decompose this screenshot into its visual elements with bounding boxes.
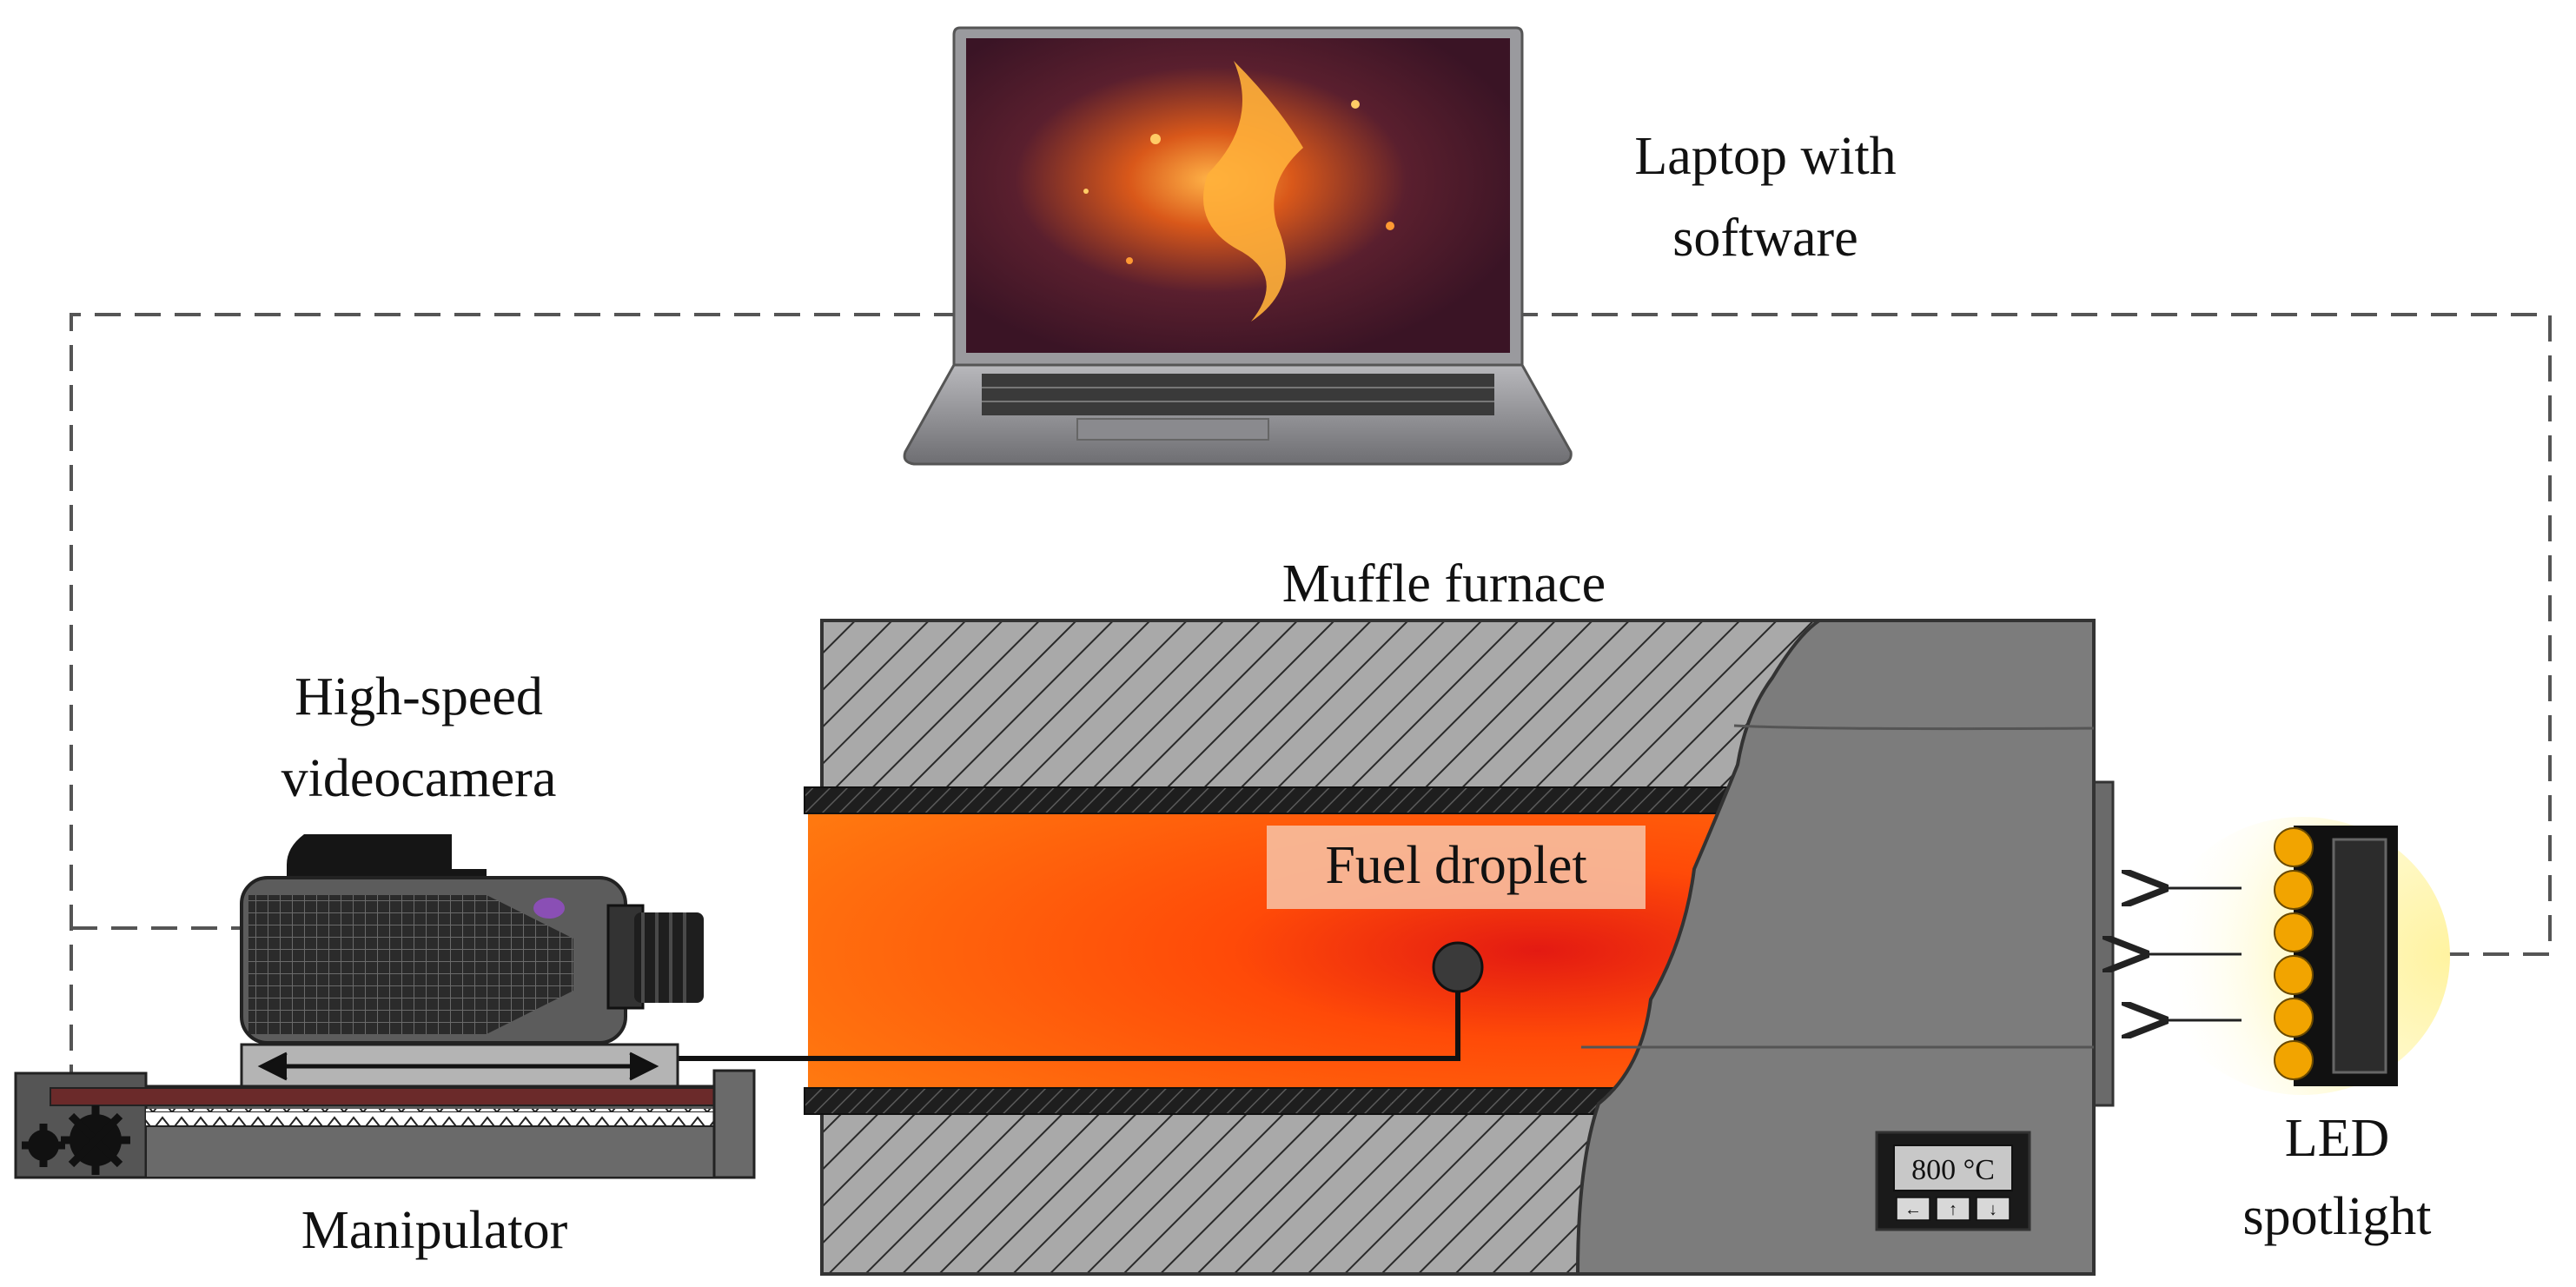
controller-left-button: ←	[1904, 1200, 1922, 1219]
laptop-icon	[903, 26, 1573, 466]
gear-teeth	[22, 1105, 130, 1175]
camera-label-line1: High-speed	[295, 667, 543, 726]
cable-laptop-to-camera	[70, 313, 960, 1082]
droplet-label: Fuel droplet	[1325, 836, 1586, 895]
led-label-line1: LED	[2285, 1109, 2390, 1168]
temperature-readout: 800 °C	[1911, 1154, 1995, 1186]
camera-label-line2: videocamera	[281, 749, 557, 808]
fire-icon	[1203, 61, 1303, 322]
furnace-label: Muffle furnace	[1282, 554, 1606, 614]
led-bulbs	[2274, 827, 2314, 1080]
controller-down-button: ↓	[1989, 1200, 1997, 1219]
high-speed-camera	[240, 834, 704, 1045]
furnace-body-cutaway	[1575, 619, 2096, 1276]
droplet-label-box	[1267, 826, 1646, 909]
led-spotlight	[2144, 817, 2450, 1095]
laptop-label-line1: Laptop with	[1634, 127, 1896, 186]
manipulator	[14, 1043, 756, 1179]
led-label-line2: spotlight	[2242, 1187, 2431, 1246]
fuel-droplet	[678, 941, 1484, 1061]
laptop-label-line2: software	[1672, 209, 1858, 268]
light-direction-arrows	[2144, 888, 2242, 1020]
tube-wall-top	[804, 786, 1782, 814]
temperature-controller: 800 °C ← ↑ ↓	[1875, 1131, 2031, 1231]
manipulator-label: Manipulator	[301, 1201, 568, 1260]
signal-cable-lines	[70, 313, 2552, 1082]
controller-up-button: ↑	[1949, 1200, 1957, 1219]
muffle-furnace: 800 °C ← ↑ ↓	[804, 619, 2115, 1276]
